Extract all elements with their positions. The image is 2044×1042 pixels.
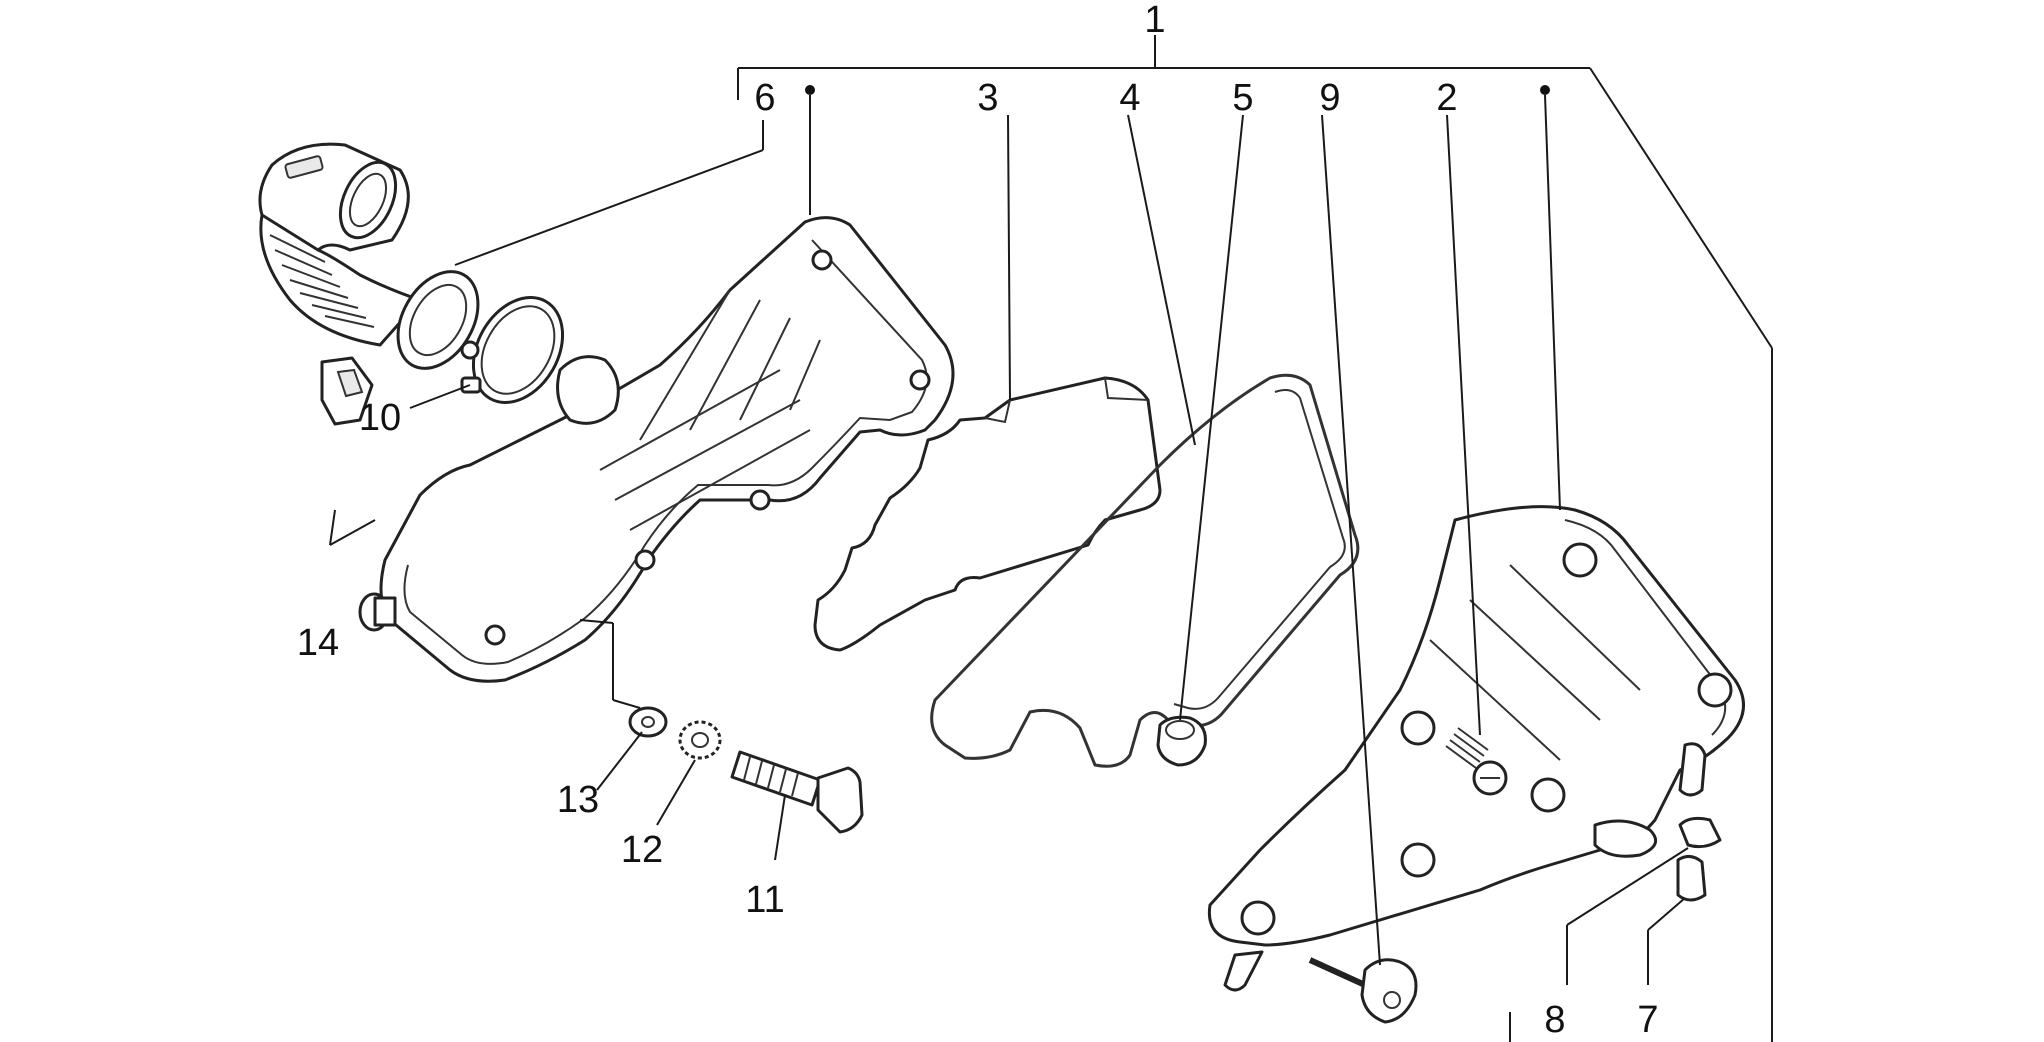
filter-element-part: [813, 376, 1162, 652]
lock-washer-part: [678, 720, 722, 760]
callout-3: 3: [977, 77, 998, 119]
filter-housing-part: [358, 216, 955, 683]
callout-6: 6: [754, 77, 775, 119]
grommet-part: [1156, 715, 1207, 767]
knob-part: [1308, 957, 1418, 1024]
bolt-part: [730, 750, 864, 834]
drain-clip-part: [1678, 742, 1722, 849]
callout-9: 9: [1319, 77, 1340, 119]
drain-cap-part: [1676, 855, 1707, 902]
callout-13: 13: [557, 779, 599, 821]
callout-4: 4: [1119, 77, 1140, 119]
hose-clamp-part: [460, 296, 565, 404]
intake-duct-part: [258, 142, 480, 370]
callout-11: 11: [745, 879, 784, 921]
filter-cover-part: [1207, 505, 1745, 992]
callout-10: 10: [359, 397, 401, 439]
clip-nut-part: [320, 356, 374, 426]
gasket-part: [930, 373, 1360, 768]
marker-dot: [1540, 85, 1550, 95]
callout-5: 5: [1232, 77, 1253, 119]
assembly-bracket: [737, 35, 1773, 1042]
callout-8: 8: [1544, 999, 1565, 1041]
callout-1: 1: [1144, 0, 1165, 41]
callout-7: 7: [1637, 999, 1658, 1041]
callout-14: 14: [297, 622, 339, 664]
leader-lines: [329, 94, 1689, 985]
callout-12: 12: [621, 829, 663, 871]
washer-part: [628, 706, 668, 738]
marker-dot: [805, 85, 815, 95]
callout-2: 2: [1436, 77, 1457, 119]
screw-part: [1445, 727, 1508, 796]
